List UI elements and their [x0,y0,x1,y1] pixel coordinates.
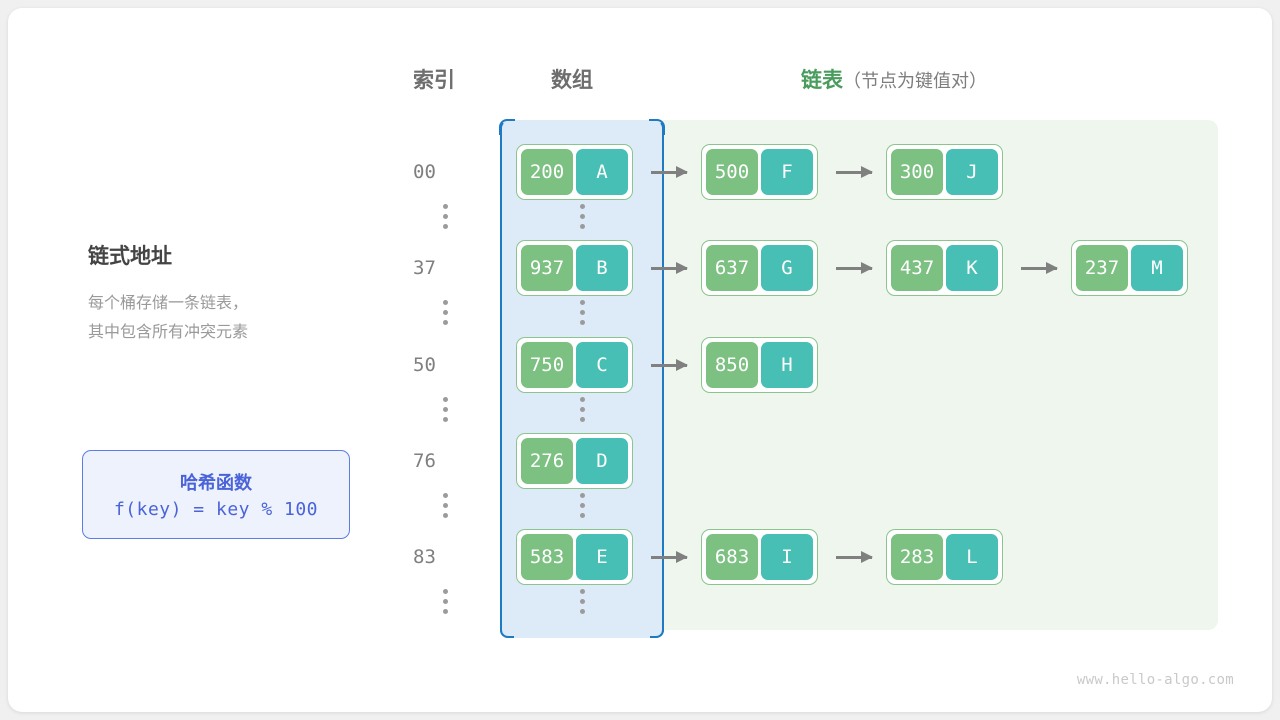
node-value: G [761,245,813,291]
concept-description-line-1: 每个桶存储一条链表， [88,295,249,312]
node-key: 583 [521,534,573,580]
array-ellipsis-icon [579,493,585,518]
next-pointer-arrow-icon [836,262,873,274]
concept-description: 每个桶存储一条链表， 其中包含所有冲突元素 [88,289,248,347]
node-value: F [761,149,813,195]
hash-function-title: 哈希函数 [180,473,252,493]
header-linked-list-label: 链表 [801,69,843,92]
node-value: D [576,438,628,484]
node-value: K [946,245,998,291]
hash-function-formula: f(key) = key % 100 [113,499,319,520]
bucket-index-label: 37 [413,257,436,279]
node-key: 200 [521,149,573,195]
node-key: 937 [521,245,573,291]
index-ellipsis-icon [442,300,448,325]
index-ellipsis-icon [442,204,448,229]
node-value: I [761,534,813,580]
next-pointer-arrow-icon [651,262,688,274]
header-index: 索引 [413,69,455,92]
watermark: www.hello-algo.com [1076,672,1234,688]
bucket-index-label: 76 [413,450,436,472]
next-pointer-arrow-icon [1021,262,1058,274]
bucket-index-label: 00 [413,161,436,183]
next-pointer-arrow-icon [836,551,873,563]
node-value: B [576,245,628,291]
node-key: 500 [706,149,758,195]
header-linked-list-note: （节点为键值对） [843,71,987,91]
node-key: 637 [706,245,758,291]
node-key: 237 [1076,245,1128,291]
next-pointer-arrow-icon [651,551,688,563]
hash-function-box: 哈希函数 f(key) = key % 100 [82,450,350,539]
bucket-index-label: 83 [413,546,436,568]
header-linked-list: 链表（节点为键值对） [801,64,987,94]
node-key: 683 [706,534,758,580]
node-value: M [1131,245,1183,291]
array-ellipsis-icon [579,589,585,614]
bucket-index-label: 50 [413,354,436,376]
node-value: A [576,149,628,195]
array-ellipsis-icon [579,300,585,325]
node-key: 300 [891,149,943,195]
node-key: 850 [706,342,758,388]
index-ellipsis-icon [442,493,448,518]
node-value: E [576,534,628,580]
index-ellipsis-icon [442,589,448,614]
node-value: J [946,149,998,195]
node-value: C [576,342,628,388]
node-key: 276 [521,438,573,484]
index-ellipsis-icon [442,397,448,422]
next-pointer-arrow-icon [651,166,688,178]
concept-title: 链式地址 [88,245,172,268]
next-pointer-arrow-icon [836,166,873,178]
array-ellipsis-icon [579,397,585,422]
array-ellipsis-icon [579,204,585,229]
node-key: 283 [891,534,943,580]
header-array: 数组 [551,69,593,92]
array-region-corner-bottom-right [650,624,664,638]
diagram-card: 索引 数组 链表（节点为键值对） 链式地址 每个桶存储一条链表， 其中包含所有冲… [8,8,1272,712]
concept-description-line-2: 其中包含所有冲突元素 [88,324,249,341]
next-pointer-arrow-icon [651,359,688,371]
node-key: 437 [891,245,943,291]
array-region-corner-bottom-left [500,624,514,638]
node-value: L [946,534,998,580]
node-value: H [761,342,813,388]
node-key: 750 [521,342,573,388]
